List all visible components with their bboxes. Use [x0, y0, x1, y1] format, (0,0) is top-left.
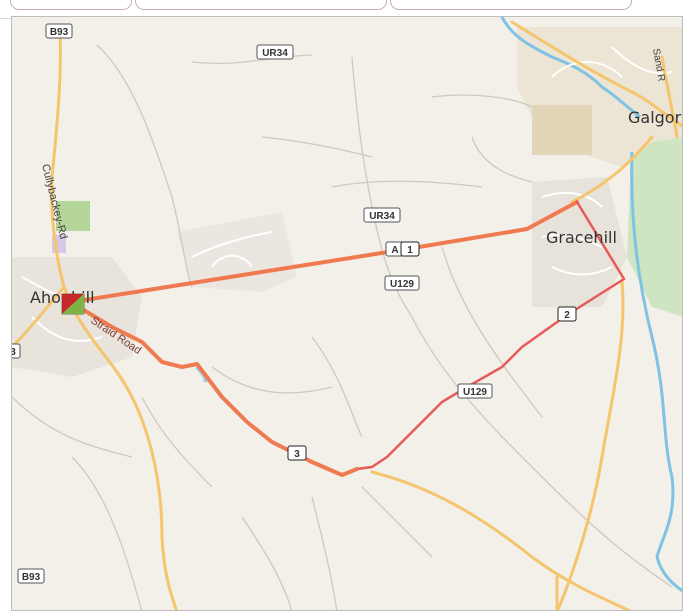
route-segment-1[interactable]	[70, 200, 579, 304]
top-toolbar-strip	[0, 0, 683, 19]
place-label-gracehill: Gracehill	[546, 228, 617, 247]
road-shield-b93-bottom: B93	[17, 568, 45, 584]
road-shield-u129-lower: U129	[457, 383, 493, 399]
toolbar-tab[interactable]	[390, 0, 632, 10]
toolbar-tab[interactable]	[10, 0, 132, 10]
park-area	[627, 117, 682, 317]
toolbar-tab[interactable]	[135, 0, 387, 10]
river	[630, 151, 682, 593]
river	[500, 17, 641, 119]
svg-text:1: 1	[407, 245, 413, 256]
road-shield-edge-3: 3	[12, 343, 21, 359]
svg-text:B93: B93	[50, 27, 69, 38]
road-shield-ur34-mid: UR34	[363, 207, 401, 223]
route-map[interactable]: Ahoghill Gracehill Galgor Cullybackey-Rd…	[11, 16, 683, 611]
urban-streets	[21, 46, 673, 342]
route-segment-3[interactable]	[70, 300, 359, 477]
place-label-galgorm: Galgor	[628, 108, 682, 127]
svg-text:B93: B93	[22, 572, 41, 583]
urban-area-gracehill	[532, 177, 627, 307]
park-area	[56, 201, 90, 231]
svg-text:UR34: UR34	[262, 48, 288, 59]
svg-text:3: 3	[294, 449, 300, 460]
svg-text:3: 3	[12, 347, 16, 358]
road-shield-b93-top: B93	[45, 23, 73, 39]
road-shield-ur34-top: UR34	[256, 44, 294, 60]
svg-text:U129: U129	[463, 387, 487, 398]
svg-text:2: 2	[564, 310, 570, 321]
route-marker-3[interactable]: 3	[287, 445, 307, 461]
svg-text:UR34: UR34	[369, 211, 395, 222]
svg-text:A: A	[391, 245, 398, 256]
minor-roads	[12, 44, 673, 610]
route-marker-2[interactable]: 2	[557, 306, 577, 322]
industrial-area	[532, 105, 592, 155]
major-roads	[12, 20, 682, 610]
map-canvas[interactable]: Ahoghill Gracehill Galgor Cullybackey-Rd…	[12, 17, 683, 611]
road-shield-u129-upper: U129	[384, 275, 420, 291]
route-marker-1[interactable]: 1	[400, 241, 420, 257]
start-finish-flag-icon[interactable]	[61, 293, 85, 315]
svg-text:U129: U129	[390, 279, 414, 290]
